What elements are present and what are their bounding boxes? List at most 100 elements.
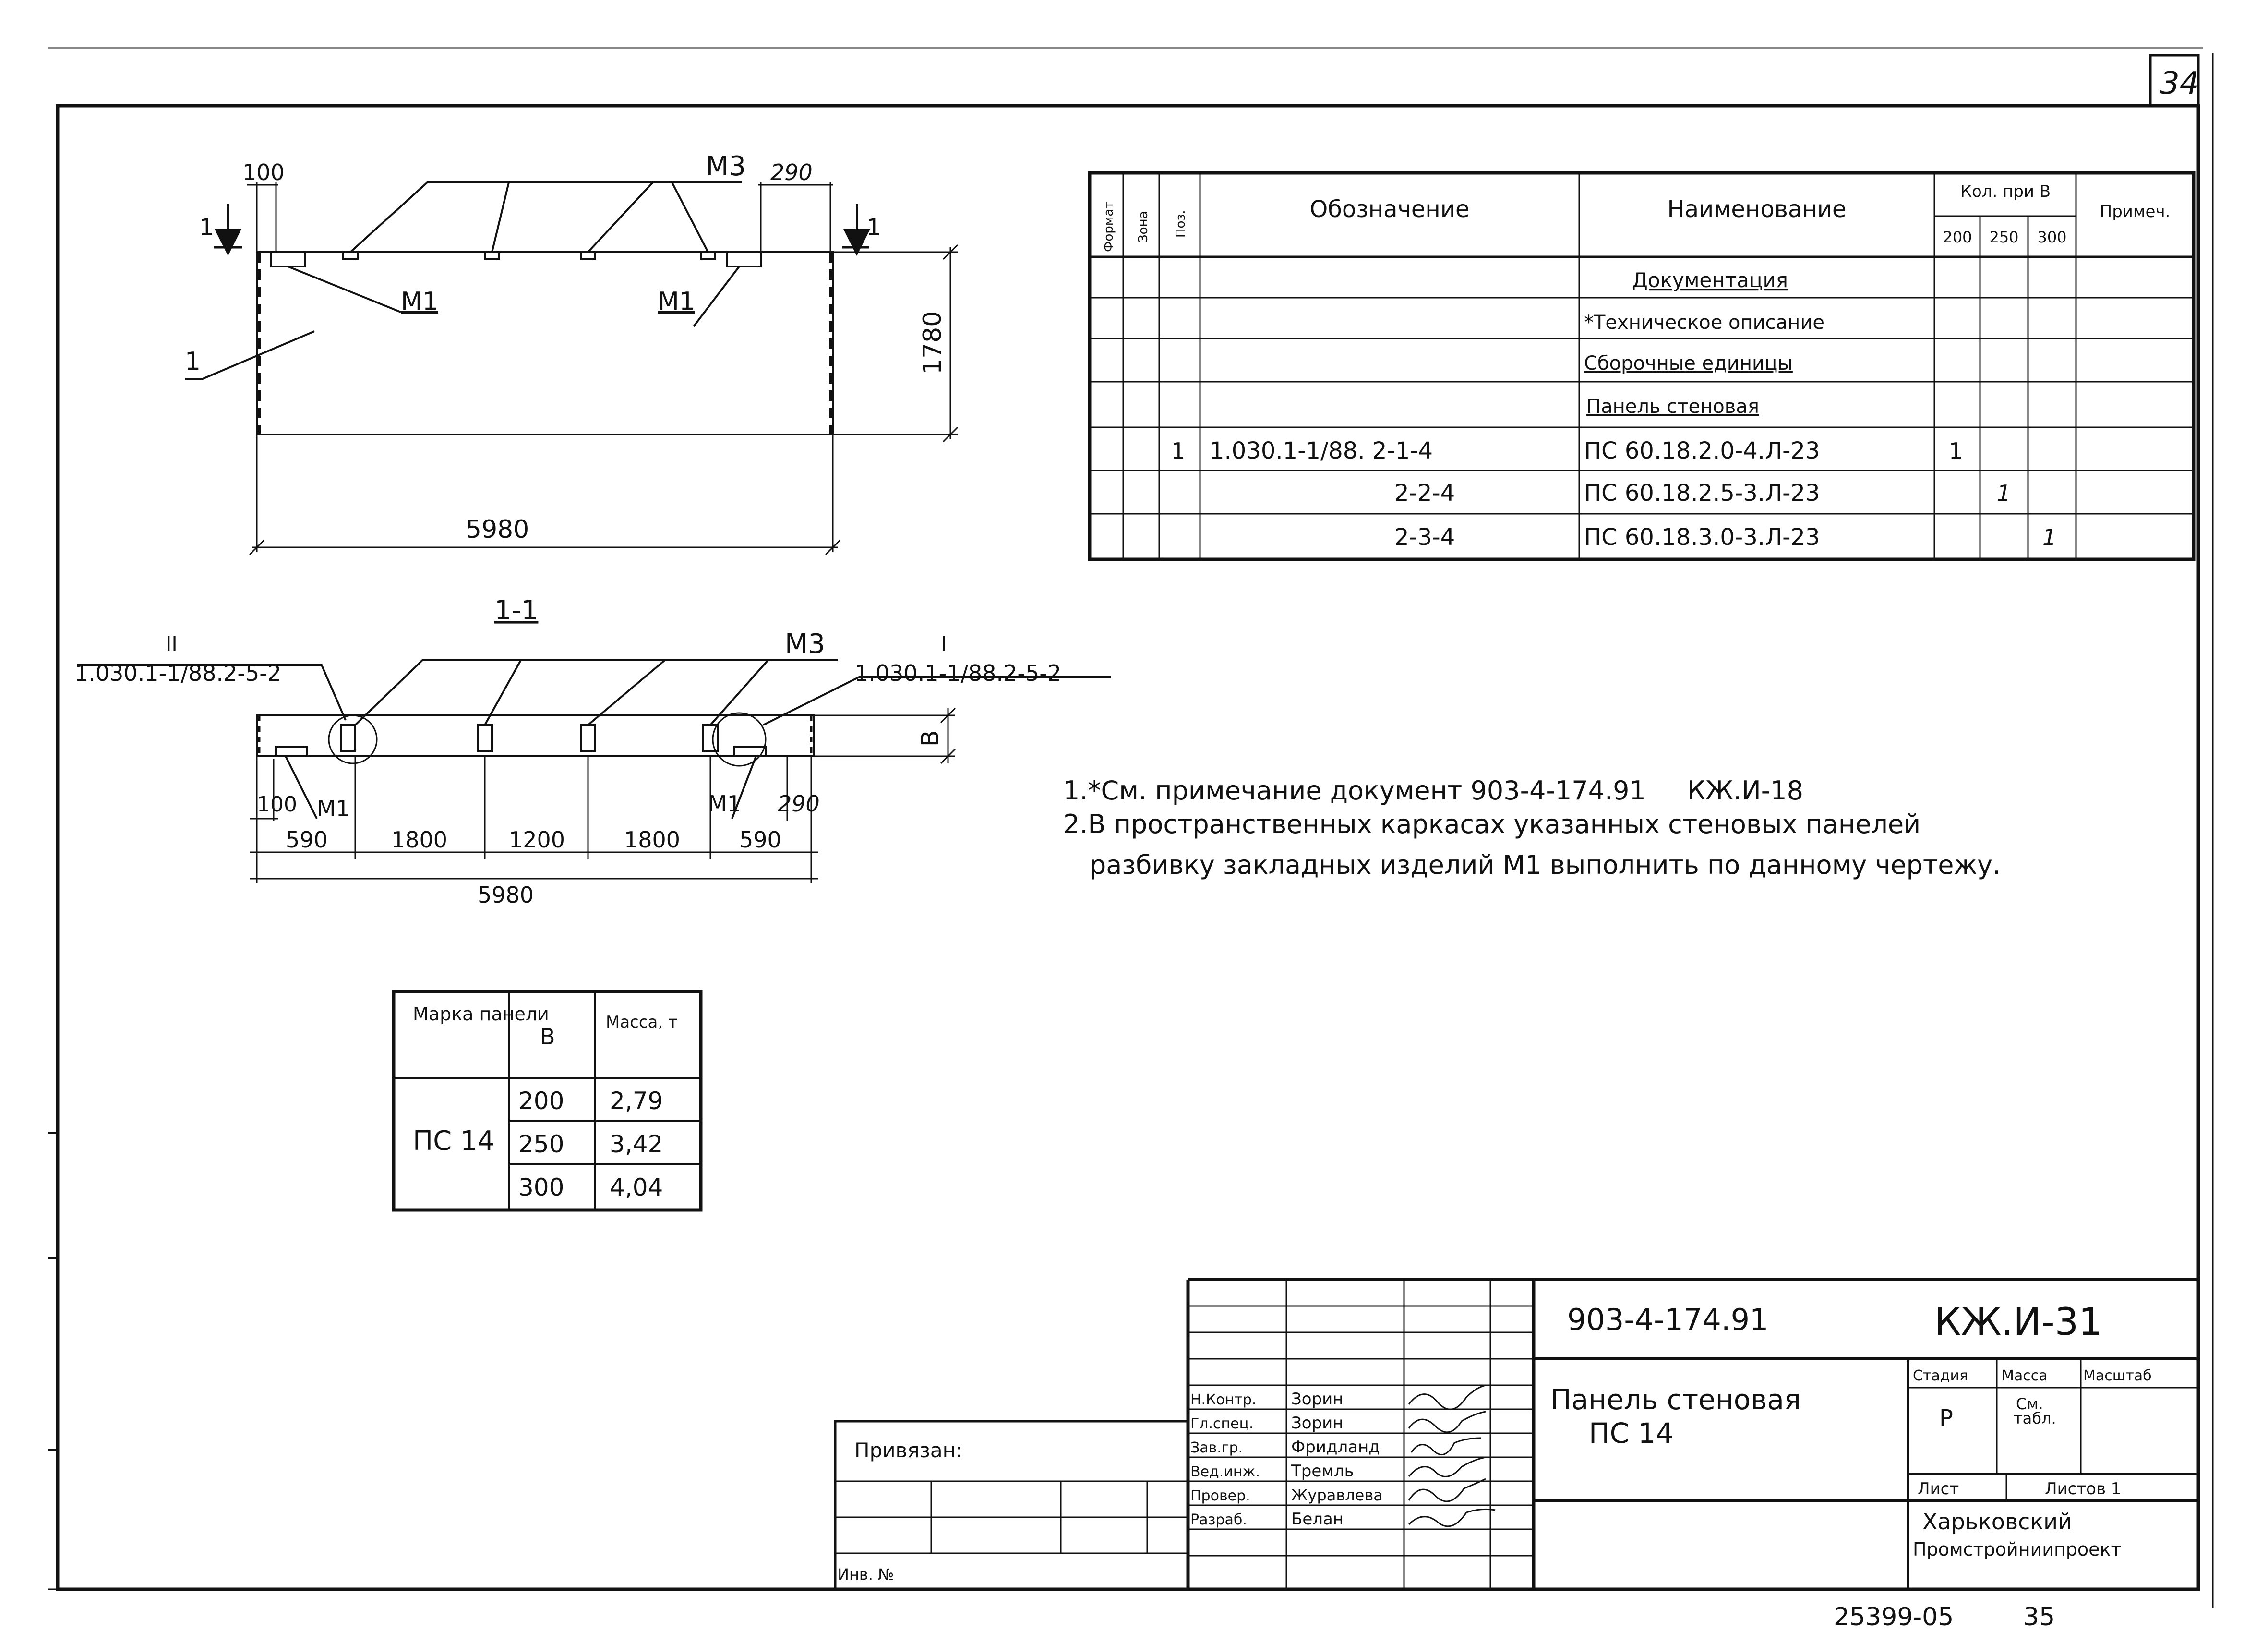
label-m1-top-left: М1 xyxy=(401,287,438,316)
dim-290-top: 290 xyxy=(770,159,813,185)
footer-number: 35 xyxy=(2023,1603,2055,1632)
doc-number: 903-4-174.91 xyxy=(1567,1302,1768,1337)
chain-dim-2: 1800 xyxy=(391,827,447,853)
ref-left: 1.030.1-1/88.2-5-2 xyxy=(74,660,281,686)
top-view xyxy=(185,181,959,556)
row-6-designation: 2-3-4 xyxy=(1394,524,1455,551)
row-6-q300: 1 xyxy=(2042,524,2056,550)
dim-290-section: 290 xyxy=(778,791,820,817)
chain-dim-1: 590 xyxy=(286,827,328,853)
inv-no-label: Инв. № xyxy=(838,1565,894,1584)
row-1-name: *Техническое описание xyxy=(1584,312,1824,334)
section-title: 1-1 xyxy=(494,595,538,626)
mass-row-0-b: 200 xyxy=(518,1087,564,1115)
mass-hdr-b: В xyxy=(540,1024,555,1050)
staff-role-1: Гл.спец. xyxy=(1190,1415,1254,1432)
staff-role-0: Н.Контр. xyxy=(1190,1391,1256,1408)
row-6-name: ПС 60.18.3.0-3.Л-23 xyxy=(1584,524,1820,551)
signatures xyxy=(1408,1384,1496,1527)
mass-hdr-mark: Марка панели xyxy=(413,1003,549,1025)
mass-row-0-mass: 2,79 xyxy=(610,1087,663,1115)
mass-row-2-b: 300 xyxy=(518,1173,564,1201)
ref-right: 1.030.1-1/88.2-5-2 xyxy=(854,660,1061,686)
hdr-zone: Зона xyxy=(1136,211,1151,242)
spec-table xyxy=(1088,171,2196,561)
section-view xyxy=(77,659,1111,883)
footer-code: 25399-05 xyxy=(1834,1603,1954,1632)
scale-label: Масштаб xyxy=(2083,1367,2152,1384)
hdr-qty: Кол. при В xyxy=(1960,182,2051,201)
staff-role-2: Зав.гр. xyxy=(1190,1439,1243,1456)
page-number: 34 xyxy=(2160,66,2199,101)
note-3: разбивку закладных изделий М1 выполнить … xyxy=(1090,850,2001,880)
hdr-q300: 300 xyxy=(2037,228,2066,246)
staff-name-1: Зорин xyxy=(1291,1414,1344,1433)
label-m3-section: М3 xyxy=(785,629,825,660)
mass-hdr-mass: Масса, т xyxy=(606,1013,678,1032)
hdr-q200: 200 xyxy=(1943,228,1972,246)
mass-label: Масса xyxy=(2002,1367,2048,1384)
note-1: 1.*См. примечание документ 903-4-174.91 … xyxy=(1063,775,1803,806)
chain-dim-5: 590 xyxy=(739,827,781,853)
staff-role-5: Разраб. xyxy=(1190,1511,1247,1528)
row-3-name: Панель стеновая xyxy=(1586,396,1759,418)
title-block xyxy=(58,1278,2198,1591)
staff-name-2: Фридланд xyxy=(1291,1438,1380,1457)
mass-value-1: См. xyxy=(2016,1395,2043,1413)
dim-height-1780: 1780 xyxy=(918,311,947,375)
row-4-pos: 1 xyxy=(1171,438,1185,464)
dim-b-section: В xyxy=(916,730,944,747)
chain-dim-4: 1800 xyxy=(624,827,680,853)
row-5-designation: 2-2-4 xyxy=(1394,480,1455,507)
ref-right-mark: I xyxy=(941,632,947,655)
row-4-q200: 1 xyxy=(1949,438,1963,464)
staff-role-4: Провер. xyxy=(1190,1487,1250,1504)
label-m1-section-left: М1 xyxy=(317,796,350,822)
org-line-1: Харьковский xyxy=(1922,1509,2072,1535)
sheets-label: Листов 1 xyxy=(2045,1479,2121,1499)
org-line-2: Промстройниипроект xyxy=(1913,1539,2122,1560)
dim-length-5980-top: 5980 xyxy=(466,515,529,544)
title-line-1: Панель стеновая xyxy=(1550,1383,1801,1416)
row-2-name: Сборочные единицы xyxy=(1584,352,1793,375)
section-mark-left: 1 xyxy=(199,214,214,241)
row-4-name: ПС 60.18.2.0-4.Л-23 xyxy=(1584,437,1820,464)
title-line-2: ПС 14 xyxy=(1589,1417,1673,1450)
stage-value: Р xyxy=(1939,1405,1953,1432)
stage-label: Стадия xyxy=(1913,1367,1968,1384)
mass-mark: ПС 14 xyxy=(413,1125,494,1157)
staff-name-4: Журавлева xyxy=(1291,1486,1383,1504)
dim-100-section: 100 xyxy=(257,792,297,817)
section-mark-right: 1 xyxy=(866,214,881,241)
chain-dim-3: 1200 xyxy=(509,827,565,853)
hdr-designation: Обозначение xyxy=(1309,196,1469,223)
staff-name-3: Тремль xyxy=(1291,1462,1354,1481)
sheet-label: Лист xyxy=(1918,1479,1959,1499)
row-4-designation: 1.030.1-1/88. 2-1-4 xyxy=(1210,437,1433,464)
hdr-note: Примеч. xyxy=(2100,202,2171,221)
hdr-format: Формат xyxy=(1102,202,1116,253)
staff-name-0: Зорин xyxy=(1291,1390,1344,1409)
mass-row-1-mass: 3,42 xyxy=(610,1130,663,1158)
row-5-name: ПС 60.18.2.5-3.Л-23 xyxy=(1584,480,1820,507)
label-m3-top: М3 xyxy=(706,151,746,182)
staff-role-3: Вед.инж. xyxy=(1190,1463,1260,1480)
mass-row-1-b: 250 xyxy=(518,1130,564,1158)
label-m1-top-right: М1 xyxy=(658,287,695,316)
privyazan-label: Привязан: xyxy=(854,1438,962,1462)
mass-row-2-mass: 4,04 xyxy=(610,1173,663,1201)
hdr-name: Наименование xyxy=(1667,196,1846,223)
row-0-name: Документация xyxy=(1632,268,1788,292)
note-2: 2.В пространственных каркасах указанных … xyxy=(1063,809,1920,839)
label-pos-1: 1 xyxy=(185,347,201,376)
label-m1-section-right: М1 xyxy=(708,791,741,817)
row-5-q250: 1 xyxy=(1997,480,2011,506)
staff-name-5: Белан xyxy=(1291,1510,1344,1529)
ref-left-mark: II xyxy=(166,632,178,655)
doc-code: КЖ.И-31 xyxy=(1934,1301,2102,1344)
dim-length-5980-section: 5980 xyxy=(478,882,534,908)
hdr-pos: Поз. xyxy=(1174,210,1188,238)
dim-100-top: 100 xyxy=(242,159,285,185)
mass-value-2: табл. xyxy=(2014,1409,2056,1427)
